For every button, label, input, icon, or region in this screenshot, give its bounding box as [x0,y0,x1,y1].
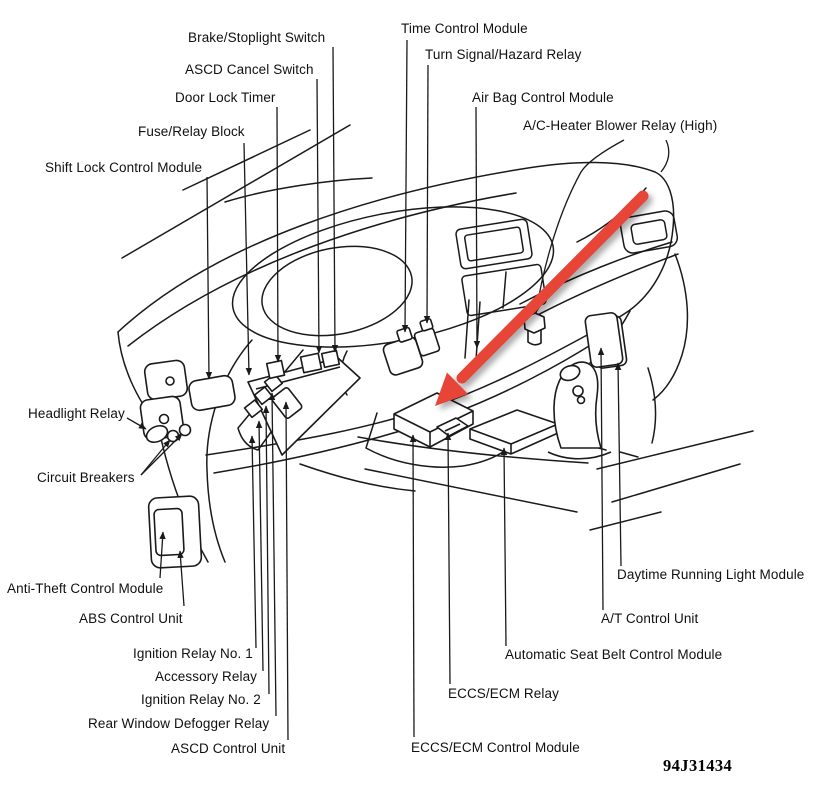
leader-circuit-breaker-2 [140,433,183,476]
leader-ignition-relay-1 [248,435,257,649]
label-turn-signal-hazard-relay: Turn Signal/Hazard Relay [425,47,582,62]
label-headlight-relay: Headlight Relay [28,406,125,421]
label-ignition-relay-no-2: Ignition Relay No. 2 [141,692,261,707]
leader-anti-theft [159,531,166,579]
center-vents [455,218,547,317]
side-vent [619,210,679,254]
instrument-cluster [261,245,413,337]
components [139,312,628,569]
label-door-lock-timer: Door Lock Timer [175,90,276,105]
red-pointer-arrow [435,190,649,406]
leader-ignition-relay-2 [262,405,270,695]
label-at-control-unit: A/T Control Unit [601,611,699,626]
label-anti-theft-control-module: Anti-Theft Control Module [7,581,164,596]
console-side-curve [647,367,657,444]
figure-part-code: 94J31434 [663,756,733,775]
label-eccs-ecm-control-module: ECCS/ECM Control Module [411,740,580,755]
leader-seat-belt-module [500,447,508,647]
label-air-bag-control-module: Air Bag Control Module [472,90,614,105]
label-daytime-running-light-module: Daytime Running Light Module [617,567,805,582]
leader-ascd-cancel [315,78,323,354]
leader-shift-lock [205,176,213,380]
brake-switch-box [320,349,341,369]
leader-ac-heater [533,139,625,314]
label-abs-control-unit: ABS Control Unit [79,611,183,626]
leader-time-control [401,39,409,333]
label-fuse-relay-block: Fuse/Relay Block [138,124,245,139]
leader-fuse-relay-block [243,142,253,376]
headlight-relay-part [145,424,169,444]
floor-console-lines [299,412,589,513]
windshield-crease [224,177,373,203]
label-ascd-control-unit: ASCD Control Unit [171,741,286,756]
door-lock-timer-box [265,359,286,380]
a-pillar-line-2 [182,129,311,191]
label-rear-window-defogger-relay: Rear Window Defogger Relay [88,716,270,731]
label-automatic-seat-belt-control-module: Automatic Seat Belt Control Module [505,647,723,662]
label-brake-stoplight-switch: Brake/Stoplight Switch [188,30,326,45]
circuit-breaker-2 [178,423,192,437]
floor-right-lines [589,430,754,531]
leader-abs [177,550,185,607]
label-time-control-module: Time Control Module [401,21,528,36]
face-crease-b [529,253,679,320]
leader-brake-stoplight [331,46,339,353]
leader-rear-defogger [268,392,277,717]
leader-eccs-ecm-relay [444,432,452,685]
leader-eccs-ecm-module [409,434,417,738]
leader-accessory-relay [255,420,264,672]
seat-belt-module-box [469,409,559,455]
at-drl-module-box [584,312,628,369]
label-ascd-cancel-switch: ASCD Cancel Switch [185,62,314,77]
shift-lock-module-box [188,374,236,412]
label-ac-heater-blower-relay: A/C-Heater Blower Relay (High) [523,118,718,133]
leader-ascd-control-unit [282,401,290,741]
shifter [547,361,612,460]
label-circuit-breakers: Circuit Breakers [37,470,135,485]
leader-at-control-unit [597,347,605,611]
dash-left-inner-curve [206,339,253,563]
label-accessory-relay: Accessory Relay [155,669,258,684]
leader-circuit-breaker-1 [140,439,171,476]
windshield-base [127,192,517,347]
leader-air-bag [473,106,481,349]
label-ignition-relay-no-1: Ignition Relay No. 1 [133,646,253,661]
door-panel-curve [652,253,689,401]
center-stack-edges [464,299,481,361]
leader-ac-heater-branch [660,139,670,173]
leader-turn-signal [423,64,431,324]
column-relay-2 [253,386,274,406]
label-eccs-ecm-relay: ECCS/ECM Relay [448,686,559,701]
label-shift-lock-control-module: Shift Lock Control Module [45,160,203,175]
a-pillar-line [121,124,351,259]
leader-door-lock-timer [274,106,282,363]
leader-daytime-running-light [614,362,622,567]
leader-headlight-relay [126,417,147,430]
ascd-cancel-switch-box [299,352,323,374]
eccs-ecm-module-box [393,392,474,448]
leader-lines [126,39,670,741]
column-relay-1 [243,399,264,419]
